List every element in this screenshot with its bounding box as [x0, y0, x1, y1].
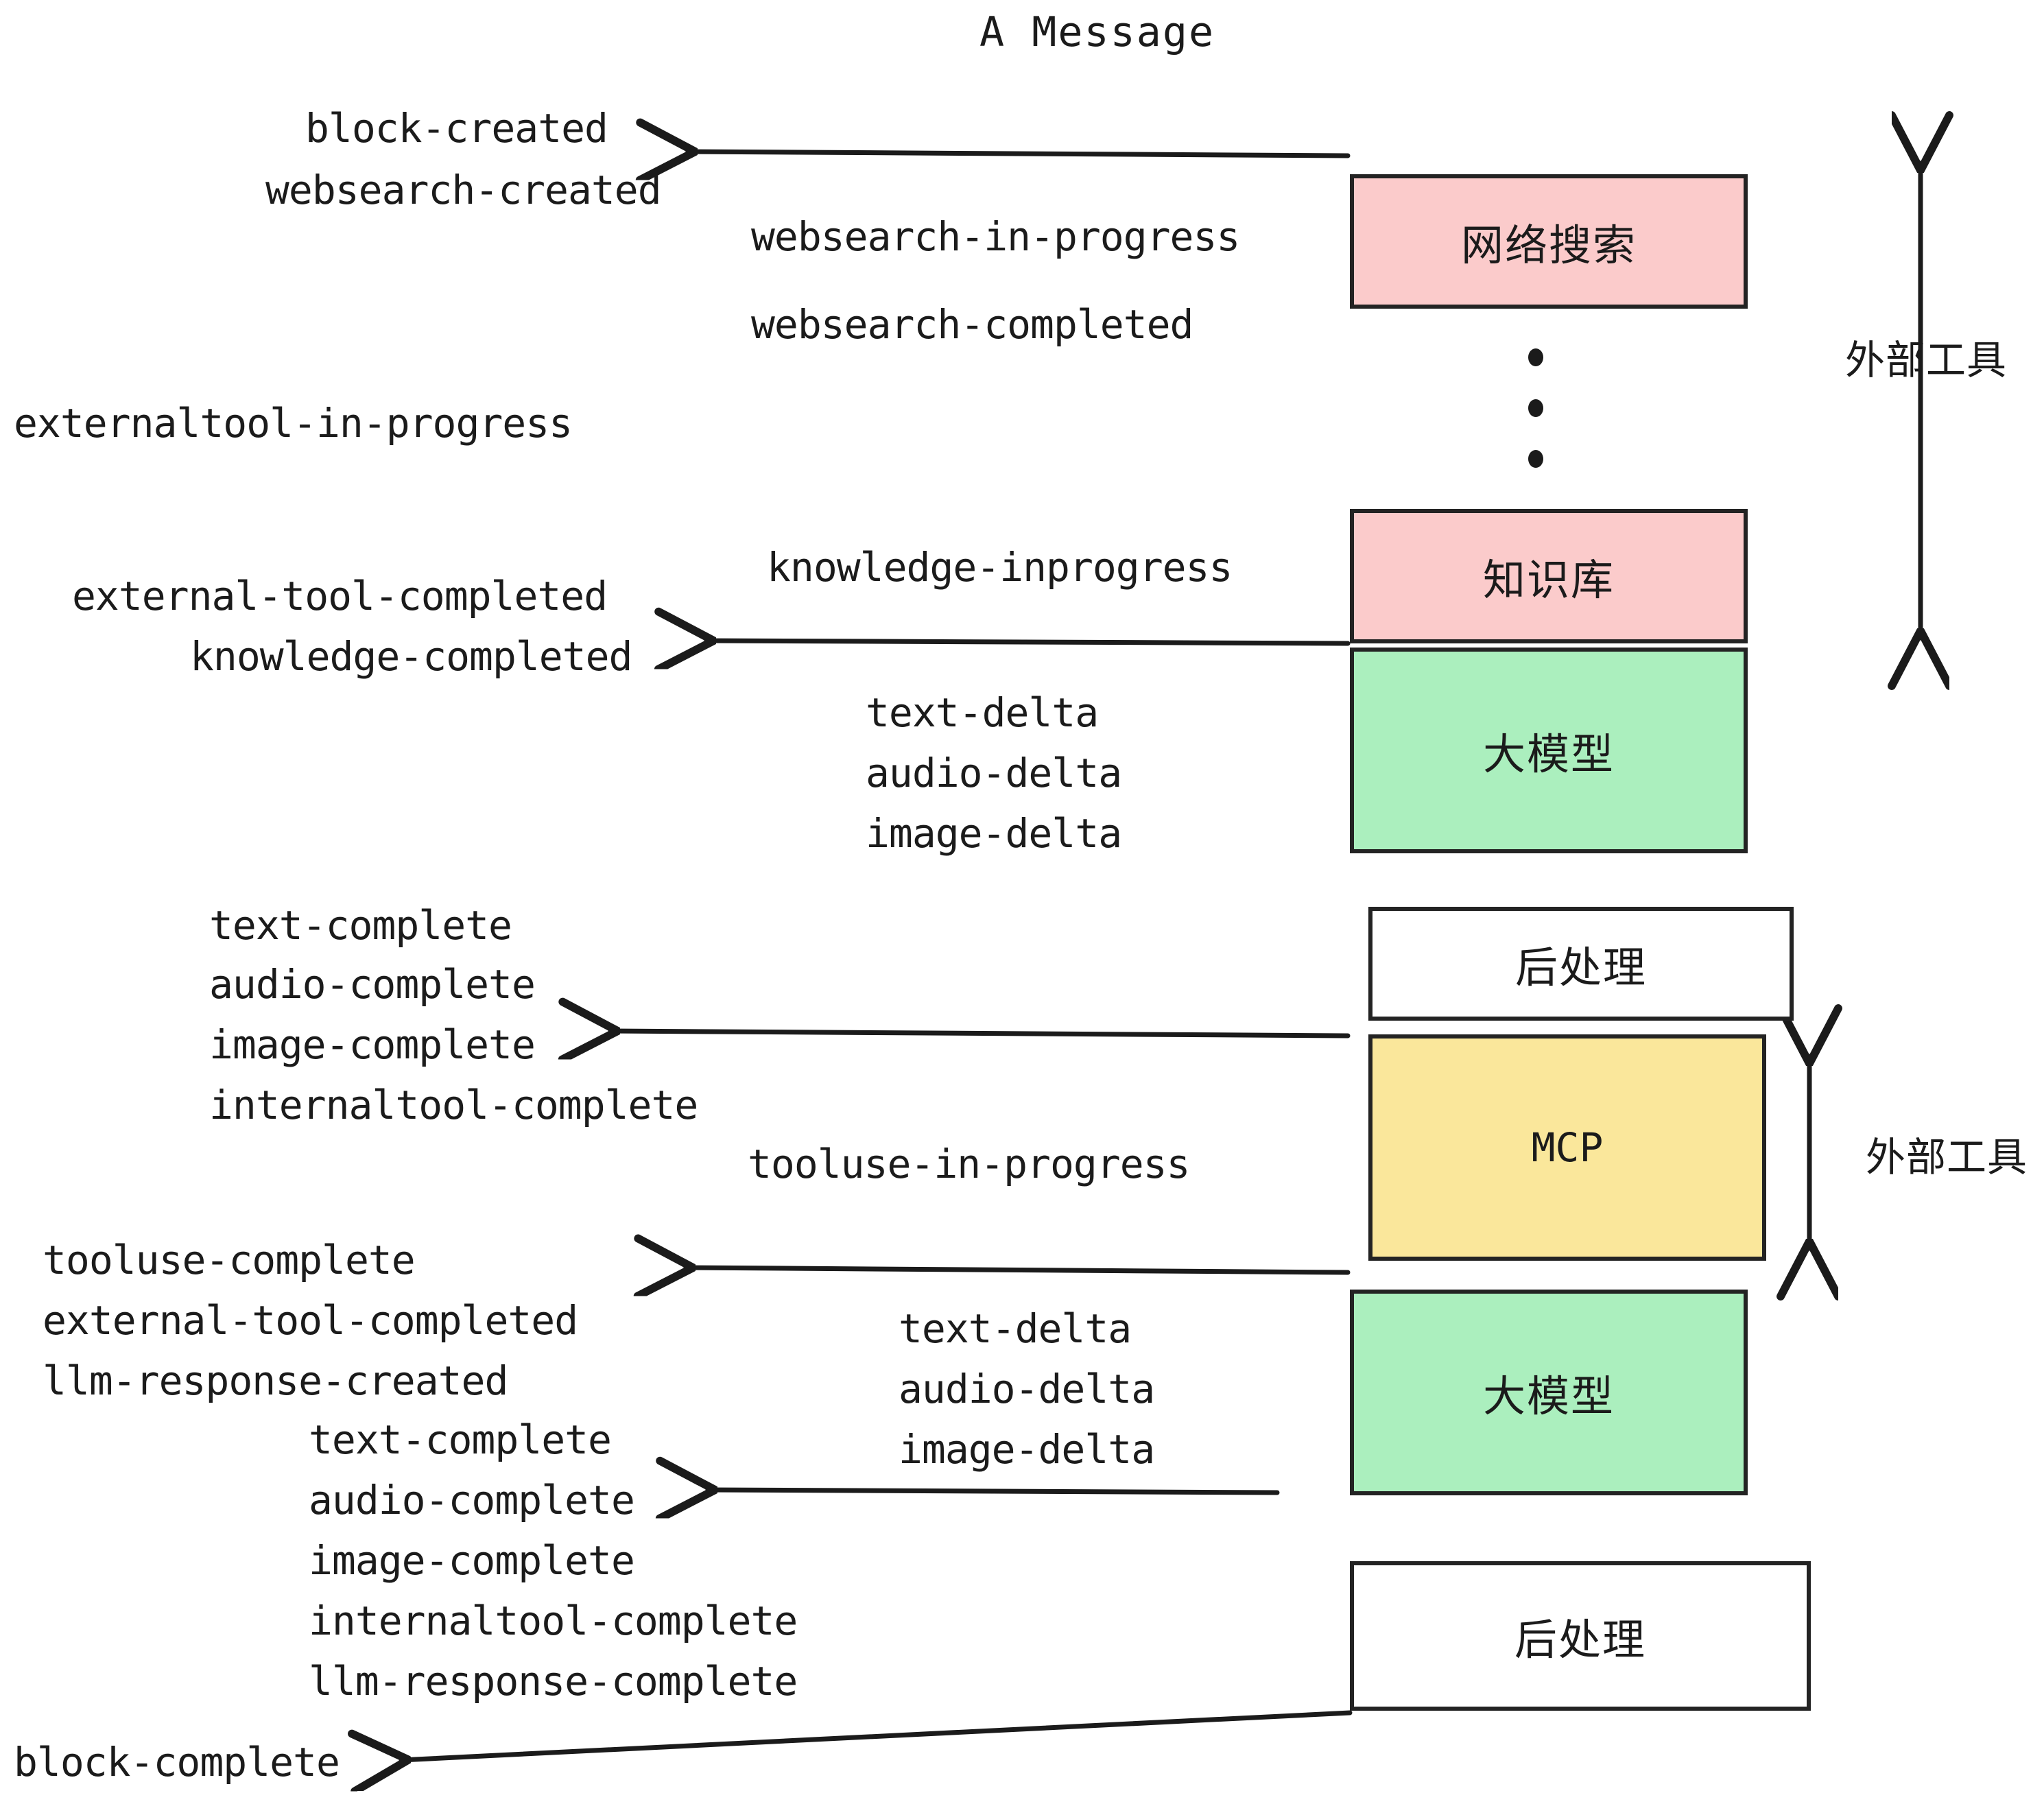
node-box-label: MCP [1531, 1124, 1604, 1171]
event-label-external-tool-completed-2: external-tool-completed [43, 1297, 578, 1344]
arrow-postprocess2-to-block [401, 1710, 1353, 1760]
event-label-audio-delta-1: audio-delta [866, 750, 1122, 796]
event-label-audio-complete-2: audio-complete [309, 1477, 635, 1523]
ellipsis-dot-2 [1528, 399, 1543, 417]
ellipsis-dot-1 [1528, 348, 1543, 366]
event-label-internaltool-complete-2: internaltool-complete [309, 1598, 798, 1644]
node-box-llm-2[interactable]: 大模型 [1350, 1290, 1748, 1495]
side-label-external-tools-bottom: 外部工具 [1866, 1134, 2028, 1180]
event-label-audio-complete-1: audio-complete [209, 961, 536, 1008]
arrow-knowledge-to-completed [706, 641, 1351, 643]
event-label-text-complete-1: text-complete [209, 902, 512, 949]
node-box-label: 后处理 [1514, 942, 1647, 993]
node-box-mcp[interactable]: MCP [1368, 1034, 1766, 1261]
node-box-postprocess-2[interactable]: 后处理 [1350, 1561, 1811, 1711]
node-box-knowledge[interactable]: 知识库 [1350, 509, 1748, 643]
node-box-postprocess-1[interactable]: 后处理 [1368, 907, 1794, 1021]
event-label-block-complete: block-complete [14, 1739, 340, 1785]
event-label-external-tool-completed-1: external-tool-completed [72, 573, 608, 619]
node-box-label: 后处理 [1514, 1615, 1646, 1665]
event-label-text-delta-1: text-delta [866, 689, 1099, 736]
event-label-knowledge-completed: knowledge-completed [190, 633, 632, 680]
event-label-internaltool-complete-1: internaltool-complete [209, 1082, 698, 1128]
event-label-llm-response-complete: llm-response-complete [309, 1658, 798, 1705]
flow-arrow-group [401, 152, 1353, 1760]
event-label-block-created: block-created [305, 105, 608, 152]
event-label-externaltool-in-progress: externaltool-in-progress [14, 400, 573, 447]
event-label-text-delta-2: text-delta [899, 1305, 1132, 1352]
event-label-image-delta-2: image-delta [899, 1426, 1155, 1473]
arrow-mcp-to-tooluse [686, 1268, 1351, 1272]
event-label-audio-delta-2: audio-delta [899, 1366, 1155, 1412]
arrow-websearch-to-created [688, 152, 1351, 156]
event-label-tooluse-complete: tooluse-complete [43, 1237, 416, 1283]
side-arrow-group [1809, 163, 1921, 1248]
event-label-image-complete-2: image-complete [309, 1537, 635, 1584]
event-label-websearch-completed: websearch-completed [751, 301, 1193, 348]
side-label-external-tools-top: 外部工具 [1845, 337, 2008, 383]
event-label-llm-response-created: llm-response-created [43, 1357, 508, 1404]
arrow-postprocess1-to-image [610, 1031, 1351, 1036]
event-label-image-complete-1: image-complete [209, 1021, 536, 1068]
event-label-text-complete-2: text-complete [309, 1416, 612, 1463]
ellipsis-dot-3 [1528, 450, 1543, 468]
event-label-knowledge-inprogress: knowledge-inprogress [767, 544, 1233, 591]
event-label-tooluse-in-progress: tooluse-in-progress [748, 1141, 1190, 1187]
node-box-llm-1[interactable]: 大模型 [1350, 648, 1748, 853]
node-box-label: 大模型 [1482, 1371, 1615, 1421]
event-label-websearch-in-progress: websearch-in-progress [751, 213, 1240, 260]
node-box-label: 网络搜索 [1460, 220, 1637, 270]
event-label-image-delta-1: image-delta [866, 810, 1122, 857]
event-label-websearch-created: websearch-created [265, 167, 662, 213]
page-title: A Message [979, 8, 1215, 56]
arrow-llm2-to-audio [708, 1490, 1280, 1493]
node-box-label: 大模型 [1482, 729, 1615, 779]
node-box-label: 知识库 [1482, 555, 1615, 605]
node-box-websearch[interactable]: 网络搜索 [1350, 174, 1748, 309]
